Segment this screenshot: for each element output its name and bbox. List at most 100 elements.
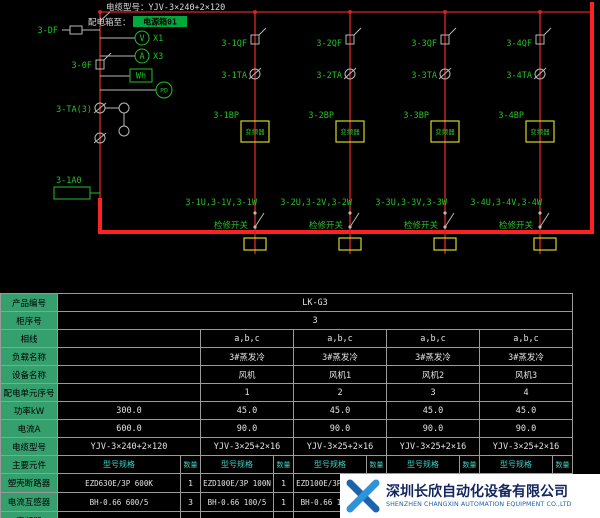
breaker-symbol bbox=[250, 34, 260, 45]
company-logo: 深圳长欣自动化设备有限公司 SHENZHEN CHANGXIN AUTOMATI… bbox=[340, 474, 600, 518]
table-row: 配电单元序号 1 2 3 4 bbox=[0, 383, 573, 402]
ct-symbol bbox=[118, 102, 130, 114]
cable-tag-box bbox=[338, 237, 362, 251]
vfd-box bbox=[430, 120, 460, 143]
table-row: 电流A 600.0 90.0 90.0 90.0 90.0 bbox=[0, 419, 573, 438]
company-name-cn: 深圳长欣自动化设备有限公司 bbox=[386, 484, 568, 501]
ct-symbol bbox=[94, 132, 106, 144]
vfd-tag-label: 3-1BP bbox=[213, 111, 239, 121]
ammeter-letter: A bbox=[139, 52, 144, 62]
cable-tag-box bbox=[533, 237, 557, 251]
ammeter-icon bbox=[134, 48, 150, 64]
table-row: 设备名称 风机 风机1 风机2 风机3 bbox=[0, 365, 573, 384]
incoming-ct-label: 3-TA(3) bbox=[56, 105, 92, 115]
vfd-box bbox=[240, 120, 270, 143]
table-row: 负载名称 3#蒸发冷 3#蒸发冷 3#蒸发冷 3#蒸发冷 bbox=[0, 347, 573, 366]
feeder-branch-3: 3-3QF 3-3TA 3-3BP 变频器 3-3U,3-3V,3-3W 检修开… bbox=[375, 10, 460, 254]
vfd-tag-label: 3-3BP bbox=[403, 111, 429, 121]
row-label: 相线 bbox=[0, 329, 58, 348]
energy-meter-box bbox=[129, 68, 153, 83]
table-row: 相线 a,b,c a,b,c a,b,c a,b,c bbox=[0, 329, 573, 348]
maintenance-switch-label: 检修开关 bbox=[499, 220, 534, 231]
company-name-en: SHENZHEN CHANGXIN AUTOMATION EQUIPMENT C… bbox=[386, 500, 572, 508]
breaker-symbol bbox=[345, 34, 355, 45]
cable-tag-box bbox=[433, 237, 457, 251]
power-meter-icon bbox=[155, 81, 173, 99]
feeder-ct-label: 3-4TA bbox=[506, 71, 532, 81]
incoming-cable-bus bbox=[98, 2, 594, 234]
row-label: 柜序号 bbox=[0, 311, 58, 330]
equipment-schedule-table: 产品编号 LK-G3 柜序号 3 相线 a,b,c a,b,c a,b,c a,… bbox=[0, 293, 573, 518]
feeder-breaker-label: 3-2QF bbox=[316, 39, 342, 49]
feeder-breaker-label: 3-4QF bbox=[506, 39, 532, 49]
table-row: 产品编号 LK-G3 bbox=[0, 293, 573, 312]
table-row: 电缆型号 YJV-3×240+2×120 YJV-3×25+2×16 YJV-3… bbox=[0, 437, 573, 456]
fuse-symbol bbox=[69, 25, 83, 35]
row-label: 配电单元序号 bbox=[0, 383, 58, 402]
feeder-output-label: 3-3U,3-3V,3-3W bbox=[375, 198, 448, 208]
df-label: 3-DF bbox=[38, 26, 58, 36]
feeder-output-label: 3-1U,3-1V,3-1W bbox=[185, 198, 258, 208]
vfd-tag-label: 3-4BP bbox=[498, 111, 524, 121]
voltmeter-icon bbox=[134, 30, 150, 46]
cable-tag-box bbox=[243, 237, 267, 251]
maintenance-switch-label: 检修开关 bbox=[214, 220, 249, 231]
feeder-ct-label: 3-2TA bbox=[316, 71, 342, 81]
vfd-tag-label: 3-2BP bbox=[308, 111, 334, 121]
voltmeter-letter: V bbox=[139, 34, 144, 44]
vfd-box bbox=[525, 120, 555, 143]
feeder-breaker-label: 3-1QF bbox=[221, 39, 247, 49]
components-header-row: 主要元件 型号规格 数量 型号规格 数量 型号规格 数量 型号规格 数量 型号规… bbox=[0, 455, 573, 474]
feeder-ct-label: 3-1TA bbox=[221, 71, 247, 81]
cabinet-number-value: 3 bbox=[57, 311, 573, 330]
power-meter-label: PD bbox=[160, 87, 168, 95]
breaker-symbol bbox=[440, 34, 450, 45]
single-line-diagram: 电缆型号：YJV-3×240+2×120 配电箱至： 电源箱01 3-DF V … bbox=[38, 2, 594, 254]
row-label: 电流A bbox=[0, 419, 58, 438]
product-number-value: LK-G3 bbox=[57, 293, 573, 312]
row-label: 功率kW bbox=[0, 401, 58, 420]
source-value-label: 电源箱01 bbox=[143, 17, 177, 27]
ct-symbol bbox=[249, 68, 261, 80]
feeder-branch-2: 3-2QF 3-2TA 3-2BP 变频器 3-2U,3-2V,3-2W 检修开… bbox=[280, 10, 365, 254]
energy-meter-label: Wh bbox=[136, 72, 146, 82]
table-row: 功率kW 300.0 45.0 45.0 45.0 45.0 bbox=[0, 401, 573, 420]
row-label: 变频器 bbox=[0, 511, 58, 518]
maintenance-switch-symbol bbox=[444, 212, 455, 228]
leader-line bbox=[99, 11, 111, 22]
maintenance-switch-label: 检修开关 bbox=[309, 220, 344, 231]
ct-symbol bbox=[118, 125, 130, 137]
ammeter-selector-label: X3 bbox=[153, 52, 163, 62]
logo-x-icon bbox=[346, 479, 380, 513]
breaker-symbol bbox=[535, 34, 545, 45]
ct-symbol bbox=[534, 68, 546, 80]
row-label: 主要元件 bbox=[0, 455, 58, 474]
maintenance-switch-symbol bbox=[539, 212, 550, 228]
feeder-output-label: 3-4U,3-4V,3-4W bbox=[470, 198, 543, 208]
vfd-box-text: 变频器 bbox=[435, 127, 455, 136]
row-label: 产品编号 bbox=[0, 293, 58, 312]
maintenance-switch-symbol bbox=[349, 212, 360, 228]
feeder-branch-4: 3-4QF 3-4TA 3-4BP 变频器 3-4U,3-4V,3-4W 检修开… bbox=[470, 10, 557, 254]
feeder-ct-label: 3-3TA bbox=[411, 71, 437, 81]
maintenance-switch-symbol bbox=[254, 212, 265, 228]
ct-symbol bbox=[439, 68, 451, 80]
voltmeter-selector-label: X1 bbox=[153, 34, 163, 44]
vfd-box-text: 变频器 bbox=[530, 127, 550, 136]
row-label: 电缆型号 bbox=[0, 437, 58, 456]
vfd-box-text: 变频器 bbox=[245, 127, 265, 136]
main-breaker-symbol bbox=[95, 59, 105, 70]
bus-junction bbox=[98, 10, 102, 14]
vfd-box-text: 变频器 bbox=[340, 127, 360, 136]
cable-type-label: 电缆型号：YJV-3×240+2×120 bbox=[106, 2, 225, 13]
vfd-box bbox=[335, 120, 365, 143]
feeder-branch-1: 3-1QF 3-1TA 3-1BP 变频器 3-1U,3-1V,3-1W 检修开… bbox=[185, 10, 270, 254]
row-label: 负载名称 bbox=[0, 347, 58, 366]
ct-symbol bbox=[344, 68, 356, 80]
main-breaker-label: 3-0F bbox=[72, 61, 92, 71]
table-row: 柜序号 3 bbox=[0, 311, 573, 330]
multimeter-box bbox=[53, 186, 91, 200]
feeder-breaker-label: 3-3QF bbox=[411, 39, 437, 49]
source-prefix-label: 配电箱至： bbox=[88, 17, 131, 28]
